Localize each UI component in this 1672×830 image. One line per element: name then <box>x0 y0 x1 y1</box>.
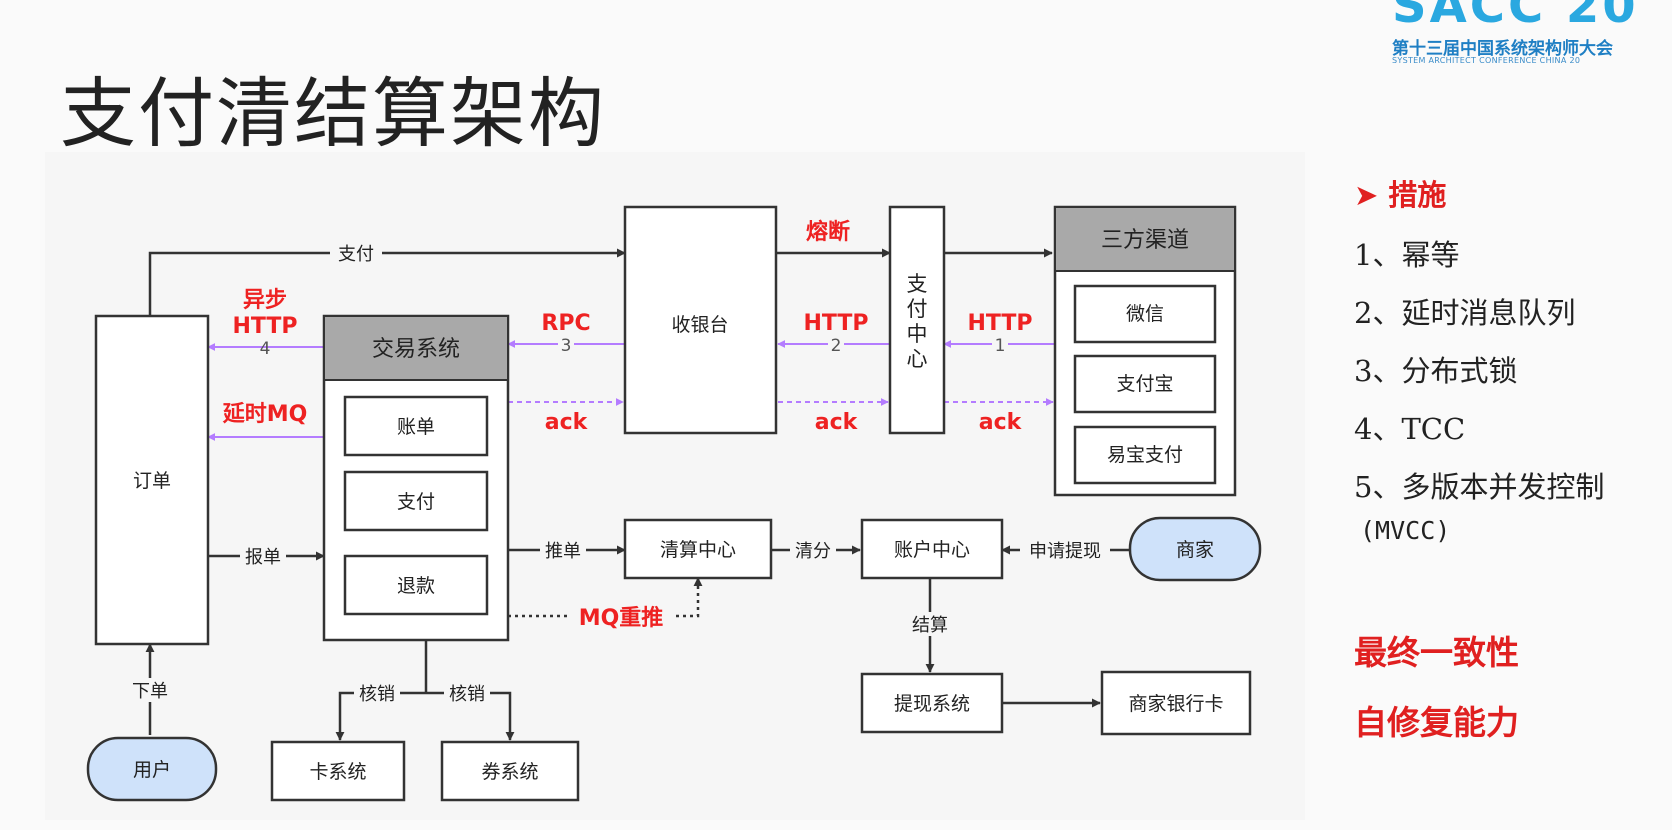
refund-label: 退款 <box>397 575 435 597</box>
wechat-box <box>1073 284 1217 344</box>
pay-center-char: 中 <box>907 322 928 346</box>
logo-conference-en: SYSTEM ARCHITECT CONFERENCE CHINA 20 <box>1392 56 1581 65</box>
pay-label: 支付 <box>397 491 435 513</box>
refund-box <box>343 554 489 616</box>
pay-box <box>343 470 489 532</box>
pay-center-label: 支付中心 <box>907 272 928 371</box>
logo-brand: SACC 20 <box>1392 0 1639 34</box>
label-place-order: 下单 <box>132 681 168 702</box>
label-push: 推单 <box>545 541 581 562</box>
async-http-line: 异步 <box>243 287 287 313</box>
clearing-center-box <box>623 518 773 580</box>
merchant-bank-card-label: 商家银行卡 <box>1128 693 1223 715</box>
bill-box <box>343 395 489 457</box>
label-num4: 4 <box>260 339 271 359</box>
third-party-label: 三方渠道 <box>1101 228 1189 253</box>
label-apply-withdraw: 申请提现 <box>1029 541 1101 562</box>
label-report: 报单 <box>245 547 281 568</box>
label-ack2: ack <box>815 410 859 435</box>
label-writeoff-1: 核销 <box>359 684 395 705</box>
measures-panel: ➤ 措施 1、幂等 2、延时消息队列 3、分布式锁 4、TCC 5、多版本并发控… <box>1354 172 1672 744</box>
async-http-line: HTTP <box>232 314 297 339</box>
measure-item-1: 1、幂等 <box>1354 238 1460 272</box>
measure-item-4: 4、TCC <box>1354 412 1466 446</box>
trade-system-header <box>325 317 507 380</box>
cashier-label: 收银台 <box>671 314 728 336</box>
arrow-right-icon: ➤ <box>1354 178 1389 212</box>
bill-label: 账单 <box>397 416 435 438</box>
label-delay-mq: 延时MQ <box>222 402 308 427</box>
measure-item-3: 3、分布式锁 <box>1354 354 1518 388</box>
measure-item-2: 2、延时消息队列 <box>1354 296 1576 330</box>
label-rpc: RPC <box>541 311 590 336</box>
wechat-label: 微信 <box>1126 303 1164 325</box>
label-http1: HTTP <box>967 311 1032 336</box>
conclusion-self-healing: 自修复能力 <box>1354 703 1519 742</box>
label-http2: HTTP <box>803 311 868 336</box>
yeepay-label: 易宝支付 <box>1107 444 1183 466</box>
label-pay-top: 支付 <box>338 244 374 265</box>
label-ack1: ack <box>545 410 589 435</box>
edge-order-to-cashier <box>148 248 626 316</box>
conference-logo: SACC 20 第十三届中国系统架构师大会 SYSTEM ARCHITECT C… <box>1392 0 1672 80</box>
logo-conference-cn: 第十三届中国系统架构师大会 <box>1392 39 1613 59</box>
alipay-label: 支付宝 <box>1116 373 1173 395</box>
account-center-box <box>860 518 1004 580</box>
third-party-header <box>1056 208 1234 271</box>
pay-center-char: 支 <box>907 272 928 296</box>
label-writeoff-2: 核销 <box>449 684 485 705</box>
measures-heading: ➤ 措施 <box>1354 172 1672 214</box>
alipay-box <box>1073 354 1217 414</box>
coupon-system-box <box>440 740 580 802</box>
merchant-box <box>1128 516 1262 582</box>
measures-heading-text: 措施 <box>1388 178 1447 212</box>
withdraw-system-label: 提现系统 <box>894 693 970 715</box>
label-settle-split: 清分 <box>795 541 831 562</box>
merchant-bank-card-box <box>1100 670 1252 736</box>
node-labels: 订单 交易系统 账单 支付 退款 收银台 支付中心 三方渠道 微信 支付宝 易宝… <box>133 228 1224 783</box>
pay-center-box <box>888 205 946 435</box>
merchant-label: 商家 <box>1176 539 1214 561</box>
user-box <box>86 736 218 802</box>
label-ack3: ack <box>979 410 1023 435</box>
order-label: 订单 <box>133 470 171 492</box>
coupon-system-label: 券系统 <box>481 761 538 783</box>
label-num3: 3 <box>561 336 572 356</box>
card-system-label: 卡系统 <box>309 761 366 783</box>
page-title: 支付清结算架构 <box>60 69 606 158</box>
nodes <box>86 205 1262 802</box>
clearing-center-label: 清算中心 <box>660 539 736 561</box>
label-fuse: 熔断 <box>806 219 850 245</box>
account-center-label: 账户中心 <box>894 539 970 561</box>
trade-system-label: 交易系统 <box>372 337 460 362</box>
cashier-box <box>623 205 778 435</box>
card-system-box <box>270 740 406 802</box>
order-box <box>94 314 210 646</box>
label-settlement: 结算 <box>912 615 948 636</box>
conclusion-eventual-consistency: 最终一致性 <box>1354 633 1519 672</box>
measure-item-5: 5、多版本并发控制 <box>1354 470 1605 504</box>
pay-center-char: 付 <box>907 297 928 321</box>
label-num1: 1 <box>995 336 1006 356</box>
user-label: 用户 <box>133 759 171 781</box>
label-num2: 2 <box>831 336 842 356</box>
pay-center-char: 心 <box>907 347 928 371</box>
measure-item-5-sub: (MVCC) <box>1360 516 1451 545</box>
withdraw-system-box <box>860 672 1004 734</box>
label-mq-repush: MQ重推 <box>579 606 664 631</box>
yeepay-box <box>1073 425 1217 485</box>
